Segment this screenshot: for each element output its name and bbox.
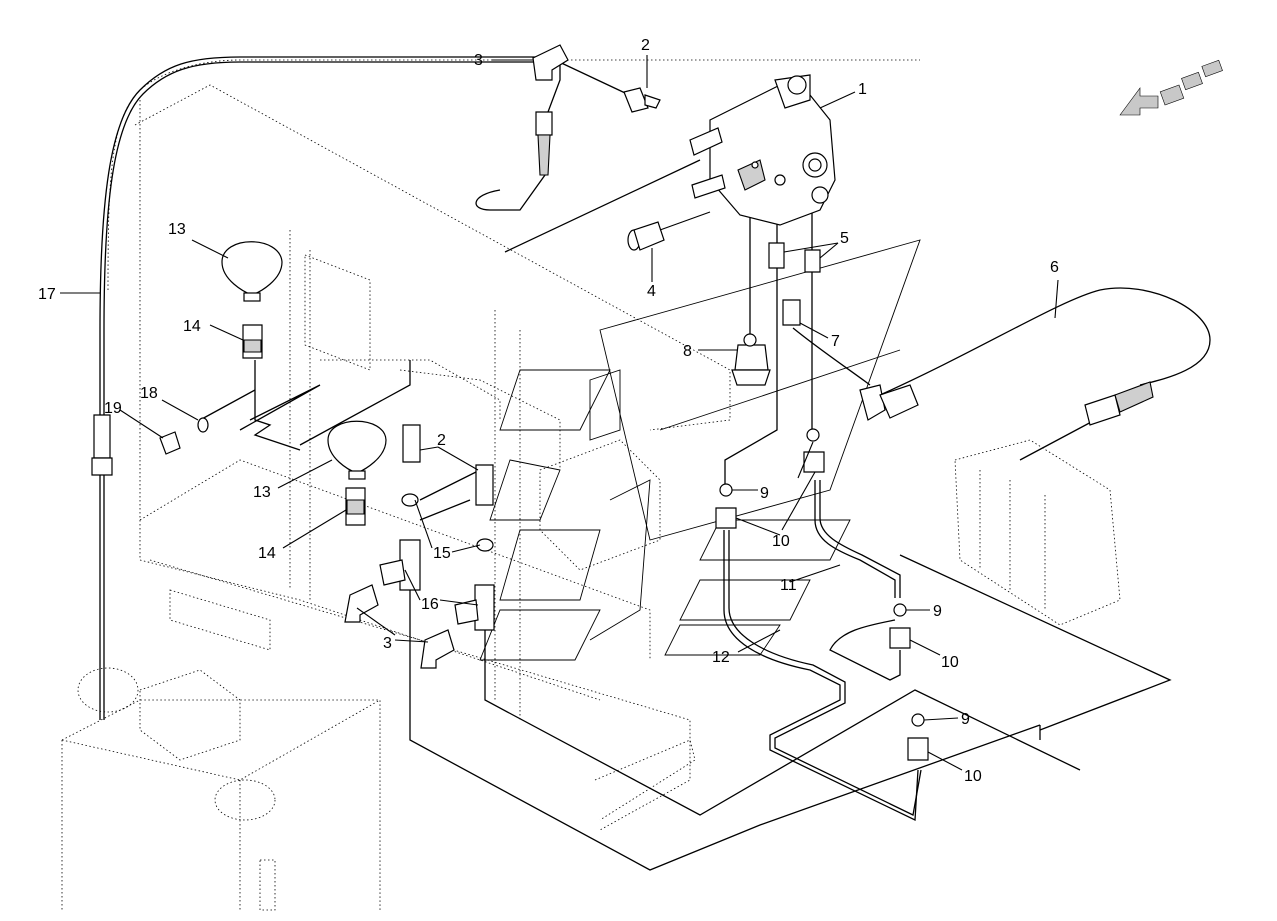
hydraulic-lines — [99, 56, 1211, 871]
callout-11: 11 — [780, 577, 797, 594]
callout-18: 18 — [140, 385, 158, 402]
callout-14: 14 — [183, 318, 201, 335]
callout-9-third: 9 — [961, 711, 970, 728]
fitting-7 — [782, 299, 801, 326]
fitting-2-top — [623, 87, 661, 113]
leader-lines — [60, 55, 1059, 771]
callout-13-second: 13 — [253, 484, 271, 501]
hydraulic-pump — [689, 74, 836, 226]
callout-6: 6 — [1050, 259, 1059, 276]
pressure-switch-8 — [731, 333, 771, 386]
tees-16 — [379, 539, 495, 631]
elbow-fitting-3-top — [532, 44, 569, 176]
callout-7: 7 — [831, 333, 840, 350]
fittings-9-10 — [715, 428, 929, 761]
callout-4: 4 — [647, 283, 656, 300]
callout-2-second: 2 — [437, 432, 446, 449]
callout-10-second: 10 — [941, 654, 959, 671]
callout-labels: 1 2 3 4 5 6 7 8 9 10 11 12 13 14 15 16 1… — [38, 37, 1059, 785]
hose-elbow — [859, 381, 1154, 426]
frame-structure — [61, 59, 1121, 911]
washers-15 — [401, 493, 494, 552]
accumulator-13-top — [221, 241, 283, 302]
panel-outlines — [479, 239, 921, 661]
callout-17: 17 — [38, 286, 56, 303]
callout-9-second: 9 — [933, 603, 942, 620]
callout-16: 16 — [421, 596, 439, 613]
callout-15: 15 — [433, 545, 451, 562]
callout-5: 5 — [840, 230, 849, 247]
elbows-3-lower — [344, 584, 455, 669]
nut-18-19 — [91, 414, 209, 476]
callout-10-third: 10 — [964, 768, 982, 785]
fittings-5 — [768, 242, 821, 273]
direction-arrow-icon — [1119, 59, 1223, 116]
callout-3: 3 — [474, 52, 483, 69]
callout-1: 1 — [858, 81, 867, 98]
accumulator-13-lower — [327, 420, 387, 480]
fitting-4 — [627, 211, 711, 251]
callout-2: 2 — [641, 37, 650, 54]
callout-3-second: 3 — [383, 635, 392, 652]
callout-10: 10 — [772, 533, 790, 550]
fitting-2-lower — [402, 424, 494, 506]
fittings-14 — [242, 324, 366, 526]
callout-8: 8 — [683, 343, 692, 360]
callout-9: 9 — [760, 485, 769, 502]
callout-14-second: 14 — [258, 545, 276, 562]
callout-13: 13 — [168, 221, 186, 238]
callout-12: 12 — [712, 649, 730, 666]
callout-19: 19 — [104, 400, 122, 417]
